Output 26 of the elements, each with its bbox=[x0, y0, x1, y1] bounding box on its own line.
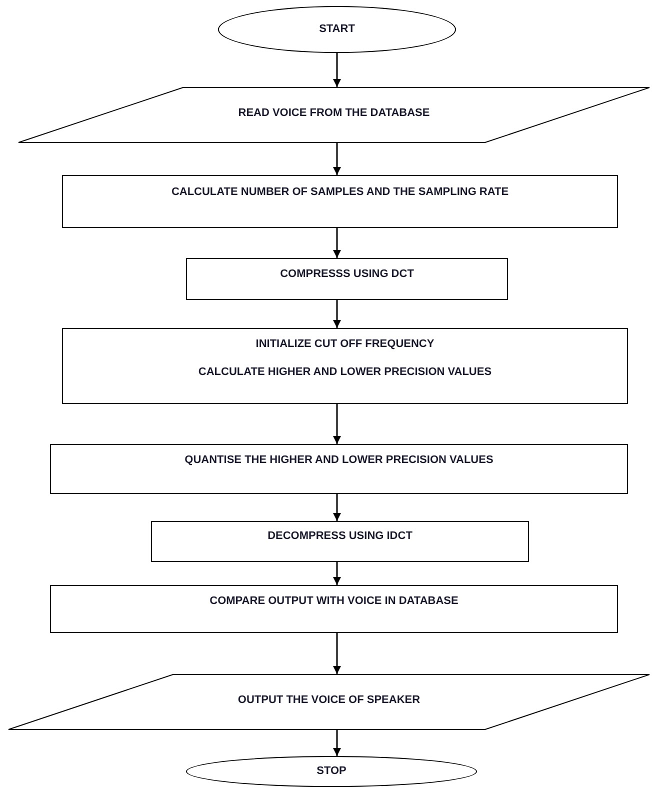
step-text: COMPARE OUTPUT WITH VOICE IN DATABASE bbox=[210, 594, 458, 608]
arrow bbox=[333, 143, 341, 175]
arrow bbox=[333, 404, 341, 444]
step-text: START bbox=[319, 22, 355, 36]
step-text: READ VOICE FROM THE DATABASE bbox=[238, 106, 430, 120]
arrow bbox=[333, 53, 341, 87]
step-text: STOP bbox=[316, 764, 346, 778]
arrow bbox=[333, 228, 341, 258]
process-box bbox=[50, 585, 618, 633]
arrow bbox=[333, 562, 341, 585]
process-box bbox=[151, 521, 529, 562]
step-text: OUTPUT THE VOICE OF SPEAKER bbox=[238, 693, 420, 707]
step-text: QUANTISE THE HIGHER AND LOWER PRECISION VALUES bbox=[184, 453, 494, 467]
arrow bbox=[333, 494, 341, 521]
step-text: CALCULATE HIGHER AND LOWER PRECISION VALUES bbox=[198, 365, 492, 379]
process-box bbox=[186, 258, 508, 300]
step-text: COMPRESSS USING DCT bbox=[280, 267, 414, 281]
arrow bbox=[333, 633, 341, 674]
arrow bbox=[333, 730, 341, 756]
step-text: CALCULATE NUMBER OF SAMPLES AND THE SAMPLING RATE bbox=[171, 185, 509, 199]
arrow bbox=[333, 300, 341, 328]
step-text: DECOMPRESS USING IDCT bbox=[268, 529, 412, 543]
process-box bbox=[62, 175, 618, 228]
step-text: INITIALIZE CUT OFF FREQUENCY bbox=[256, 337, 434, 351]
process-box bbox=[62, 328, 628, 404]
process-box bbox=[50, 444, 628, 494]
